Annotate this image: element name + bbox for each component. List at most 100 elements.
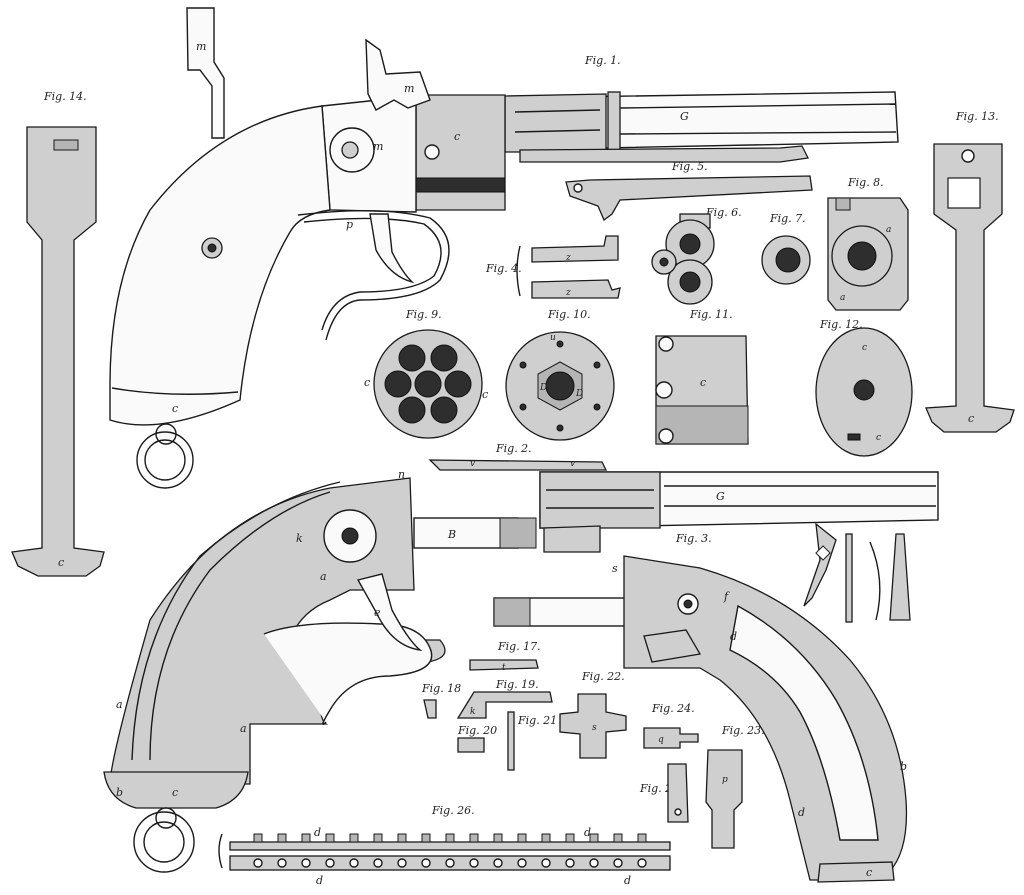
fig14-label-c: c <box>58 556 64 569</box>
fig22-part: Fig. 22. s <box>559 670 627 759</box>
fig2-barrel: Fig. 2. v v G B <box>413 442 939 553</box>
fig26-label-d4: d <box>624 874 631 887</box>
fig1-label-m: m <box>373 140 383 153</box>
fig3-title: Fig. 3. <box>675 532 712 545</box>
fig26-links <box>253 833 647 868</box>
fig25-part: Fig. 25 <box>639 763 689 823</box>
fig23-label-p: p <box>722 775 728 785</box>
fig21-part: Fig. 21 <box>507 711 557 771</box>
fig26-label-d: d <box>314 826 321 839</box>
section-frame: a k e a a n c b <box>103 468 446 873</box>
fig22-label-s: s <box>592 723 597 733</box>
fig26-label-d2: d <box>584 826 591 839</box>
fig4-label-z1: z <box>565 253 571 263</box>
fig12-title: Fig. 12. <box>819 318 863 331</box>
fig17-label-t: t <box>502 663 506 673</box>
fig1-label-g: G <box>680 110 689 123</box>
fig4-label-z2: z <box>565 288 571 298</box>
fig5-title: Fig. 5. <box>671 160 708 173</box>
fig11-cylinder: Fig. 11. c <box>655 308 749 445</box>
fig1-title: Fig. 1. <box>584 54 621 67</box>
fig9-cylinder: Fig. 9. c c <box>364 308 488 439</box>
fig7-title: Fig. 7. <box>769 212 806 225</box>
fig19-part: Fig. 19. k <box>456 678 553 719</box>
fig18-title: Fig. 18 <box>421 682 461 695</box>
fig10-label-d: D <box>539 383 547 393</box>
fig13-label-c: c <box>968 412 974 425</box>
fig1-revolver: Fig. 1. G c m m c p <box>109 38 899 489</box>
fig4-title: Fig. 4. <box>485 262 522 275</box>
fig10-title: Fig. 10. <box>547 308 591 321</box>
section-label-a3: a <box>240 722 247 735</box>
fig12-label-c2: c <box>876 433 881 443</box>
fig1-label-m2: m <box>404 82 414 95</box>
fig3-frame: Fig. 3. s f d d b c <box>493 532 908 883</box>
fig12-plate: Fig. 12. c c <box>815 318 913 457</box>
fig3-label-d2: d <box>798 806 805 819</box>
fig6-title: Fig. 6. <box>705 206 742 219</box>
fig5-lever: Fig. 5. <box>565 160 813 222</box>
fig2-label-v: v <box>470 459 475 469</box>
fig3-label-c: c <box>866 866 872 879</box>
fig26-title: Fig. 26. <box>431 804 475 817</box>
fig2-label-v2: v <box>570 459 575 469</box>
section-label-a2: a <box>116 698 123 711</box>
fig2-label-b: B <box>447 528 456 541</box>
fig8-plate: Fig. 8. a a <box>827 176 909 311</box>
fig20-part: Fig. 20 <box>457 724 497 753</box>
fig11-label-c: c <box>700 376 706 389</box>
fig1-label-c2: c <box>172 402 178 415</box>
fig10-cylinder: Fig. 10. u D D <box>505 308 615 441</box>
fig23-title: Fig. 23. <box>721 724 765 737</box>
fig8-label-a2: a <box>840 293 845 303</box>
fig10-label-u: u <box>550 333 556 343</box>
fig2-title: Fig. 2. <box>495 442 532 455</box>
label-m: m <box>196 40 206 53</box>
part-m-top: m <box>186 7 225 139</box>
fig17-title: Fig. 17. <box>497 640 541 653</box>
section-label-n: n <box>398 468 405 481</box>
fig3-label-d: d <box>730 630 737 643</box>
fig24-label-q: q <box>658 735 664 745</box>
fig14-title: Fig. 14. <box>43 90 87 103</box>
fig9-label-c: c <box>364 376 370 389</box>
fig24-title: Fig. 24. <box>651 702 695 715</box>
section-label-e: e <box>374 606 381 619</box>
fig3-label-b: b <box>900 760 907 773</box>
fig26-strip: Fig. 26. <box>218 804 671 887</box>
fig17-part: Fig. 17. t <box>469 640 541 673</box>
fig13-title: Fig. 13. <box>955 110 999 123</box>
fig8-label-a: a <box>886 225 891 235</box>
fig3-label-s: s <box>612 562 618 575</box>
section-label-c: c <box>172 786 178 799</box>
fig11-title: Fig. 11. <box>689 308 733 321</box>
section-label-a: a <box>320 570 327 583</box>
fig1-label-c: c <box>454 130 460 143</box>
fig19-title: Fig. 19. <box>495 678 539 691</box>
fig8-title: Fig. 8. <box>847 176 884 189</box>
fig23-part: Fig. 23. p <box>705 724 765 849</box>
fig4-rods: Fig. 4. z z <box>485 235 621 299</box>
section-label-b: b <box>116 786 123 799</box>
fig7-part: Fig. 7. <box>761 212 811 285</box>
spring-parts <box>803 522 911 623</box>
fig13-rod: Fig. 13. c <box>925 110 1015 433</box>
fig10-label-d2: D <box>575 389 583 399</box>
fig12-label-c: c <box>862 343 867 353</box>
fig22-title: Fig. 22. <box>581 670 625 683</box>
fig21-title: Fig. 21 <box>517 714 557 727</box>
fig1-label-p: p <box>346 218 353 231</box>
fig26-label-d3: d <box>316 874 323 887</box>
fig9-label-c2: c <box>482 388 488 401</box>
fig19-label-k: k <box>470 707 475 717</box>
section-label-k: k <box>296 532 303 545</box>
fig24-part: Fig. 24. q <box>643 702 699 749</box>
fig9-title: Fig. 9. <box>405 308 442 321</box>
fig6-part: Fig. 6. <box>651 206 742 305</box>
fig20-title: Fig. 20 <box>457 724 497 737</box>
fig2-label-g: G <box>716 490 725 503</box>
fig14-rod: Fig. 14. c <box>11 90 105 577</box>
fig3-label-f: f <box>723 590 730 603</box>
fig18-part: Fig. 18 <box>421 682 461 719</box>
